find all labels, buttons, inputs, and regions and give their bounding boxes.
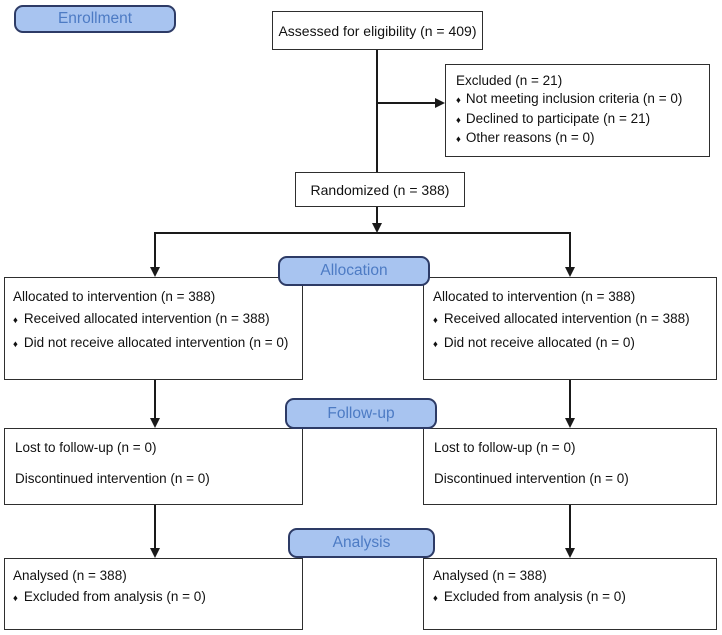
diamond-bullet-icon: ♦: [456, 134, 461, 145]
analysis-box-left: Analysed (n = 388) ♦ Excluded from analy…: [4, 558, 303, 630]
down-arrowhead-icon: [565, 548, 575, 558]
excluded-item-text: Declined to participate (n = 21): [465, 110, 651, 126]
analysis-left-item: ♦ Excluded from analysis (n = 0): [13, 586, 296, 609]
allocation-left-title: Allocated to intervention (n = 388): [13, 286, 296, 308]
allocation-right-item-text: Received allocated intervention (n = 388…: [443, 311, 690, 326]
allocation-left-item-text: Did not receive allocated intervention (…: [23, 335, 289, 350]
followup-stage-label: Follow-up: [285, 398, 437, 429]
allocation-right-item: ♦ Received allocated intervention (n = 3…: [433, 308, 710, 332]
allocation-box-left: Allocated to intervention (n = 388) ♦ Re…: [4, 277, 303, 380]
connector-allocation-to-followup-right: [569, 380, 571, 419]
connector-split-to-allocation-left: [154, 232, 156, 268]
connector-split-to-allocation-right: [569, 232, 571, 268]
analysis-box-right: Analysed (n = 388) ♦ Excluded from analy…: [423, 558, 717, 630]
allocation-right-item-text: Did not receive allocated (n = 0): [443, 335, 635, 350]
down-arrowhead-icon: [565, 418, 575, 428]
allocation-box-right: Allocated to intervention (n = 388) ♦ Re…: [423, 277, 717, 380]
excluded-item-text: Not meeting inclusion criteria (n = 0): [465, 91, 683, 106]
excluded-title: Excluded (n = 21): [456, 73, 563, 88]
connector-to-excluded: [377, 102, 437, 104]
allocation-right-title-text: Allocated to intervention (n = 388): [433, 289, 636, 304]
connector-followup-to-analysis-right: [569, 505, 571, 549]
excluded-box: Excluded (n = 21) ♦ Not meeting inclusio…: [445, 64, 710, 157]
allocation-left-item: ♦ Did not receive allocated intervention…: [13, 332, 296, 356]
excluded-item: ♦ Declined to participate (n = 21): [456, 110, 701, 130]
followup-left-line: Lost to follow-up (n = 0): [15, 440, 157, 455]
diamond-bullet-icon: ♦: [433, 315, 438, 326]
randomized-box: Randomized (n = 388): [295, 172, 465, 207]
allocation-right-title: Allocated to intervention (n = 388): [433, 286, 710, 308]
allocation-right-item: ♦ Did not receive allocated (n = 0): [433, 332, 710, 356]
diamond-bullet-icon: ♦: [433, 339, 438, 350]
right-arrowhead-icon: [435, 98, 445, 108]
connector-assessed-to-randomized: [376, 50, 378, 172]
allocation-left-item-text: Received allocated intervention (n = 388…: [23, 311, 270, 326]
assessed-text: Assessed for eligibility (n = 409): [278, 22, 477, 39]
split-line: [154, 232, 571, 234]
down-arrowhead-icon: [565, 267, 575, 277]
connector-randomized-to-split: [376, 207, 378, 226]
diamond-bullet-icon: ♦: [433, 593, 438, 604]
followup-box-right: Lost to follow-up (n = 0) Discontinued i…: [423, 428, 717, 505]
down-arrowhead-icon: [150, 267, 160, 277]
down-arrowhead-icon: [150, 548, 160, 558]
diamond-bullet-icon: ♦: [456, 114, 461, 126]
allocation-left-item: ♦ Received allocated intervention (n = 3…: [13, 308, 296, 332]
analysis-right-item-text: Excluded from analysis (n = 0): [443, 589, 626, 604]
followup-right-line: Lost to follow-up (n = 0): [434, 440, 576, 455]
diamond-bullet-icon: ♦: [13, 339, 18, 350]
diamond-bullet-icon: ♦: [13, 593, 18, 604]
followup-right-line: Discontinued intervention (n = 0): [434, 471, 629, 486]
allocation-stage-label: Allocation: [278, 256, 430, 286]
analysis-left-item-text: Excluded from analysis (n = 0): [23, 589, 206, 604]
analysis-left-title: Analysed (n = 388): [13, 568, 127, 583]
assessed-box: Assessed for eligibility (n = 409): [272, 11, 483, 50]
connector-allocation-to-followup-left: [154, 380, 156, 419]
down-arrowhead-icon: [150, 418, 160, 428]
excluded-item: ♦ Other reasons (n = 0): [456, 129, 701, 149]
excluded-item-text: Other reasons (n = 0): [465, 130, 595, 145]
diamond-bullet-icon: ♦: [456, 95, 461, 106]
diamond-bullet-icon: ♦: [13, 315, 18, 326]
connector-followup-to-analysis-left: [154, 505, 156, 549]
analysis-stage-label: Analysis: [288, 528, 435, 558]
followup-box-left: Lost to follow-up (n = 0) Discontinued i…: [4, 428, 303, 505]
enrollment-stage-label: Enrollment: [14, 5, 176, 33]
excluded-item: ♦ Not meeting inclusion criteria (n = 0): [456, 90, 701, 110]
randomized-text: Randomized (n = 388): [310, 181, 450, 198]
down-arrowhead-icon: [372, 223, 382, 233]
allocation-left-title-text: Allocated to intervention (n = 388): [13, 289, 216, 304]
analysis-right-item: ♦ Excluded from analysis (n = 0): [433, 586, 710, 609]
followup-left-line: Discontinued intervention (n = 0): [15, 471, 210, 486]
analysis-right-title: Analysed (n = 388): [433, 568, 547, 583]
